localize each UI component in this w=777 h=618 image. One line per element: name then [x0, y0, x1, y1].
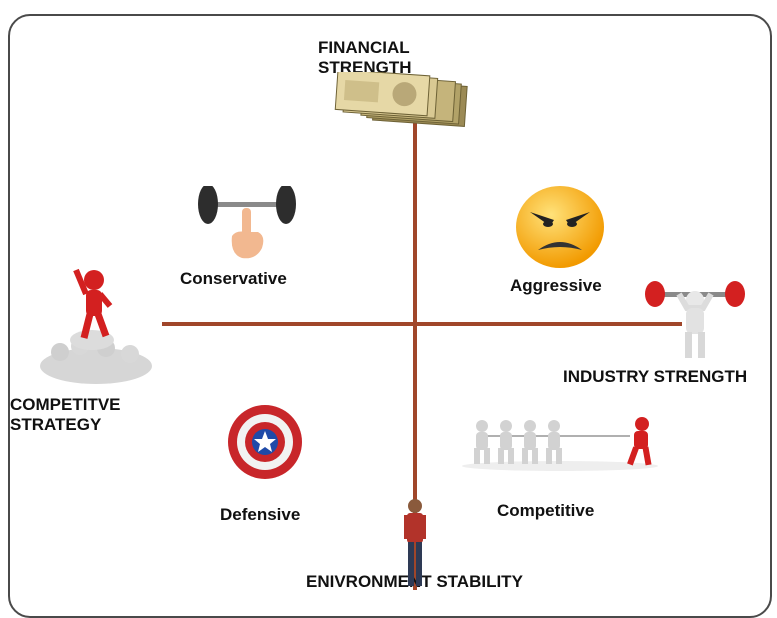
axis-label-right: INDUSTRY STRENGTH [563, 367, 748, 386]
vertical-axis [413, 120, 417, 590]
shield-icon [228, 405, 302, 479]
money-icon [334, 72, 468, 127]
axis-label-top: FINANCIAL STRENGTH [318, 38, 412, 77]
angry-face-icon [516, 186, 604, 268]
standing-man-icon [404, 499, 426, 586]
barbell-finger-icon [198, 186, 296, 259]
quadrant-label-conservative: Conservative [180, 269, 287, 288]
axis-label-bottom: ENIVRONMENT STABILITY [306, 572, 523, 591]
horizontal-axis [162, 322, 682, 326]
quadrant-label-competitive: Competitive [497, 501, 595, 520]
tug-of-war-icon [462, 417, 658, 471]
axis-label-left: COMPETITVE STRATEGY [10, 395, 121, 434]
leader-on-crowd-icon [40, 268, 152, 384]
quadrant-label-aggressive: Aggressive [510, 276, 602, 295]
quadrant-label-defensive: Defensive [220, 505, 301, 524]
weightlifter-icon [645, 281, 745, 358]
